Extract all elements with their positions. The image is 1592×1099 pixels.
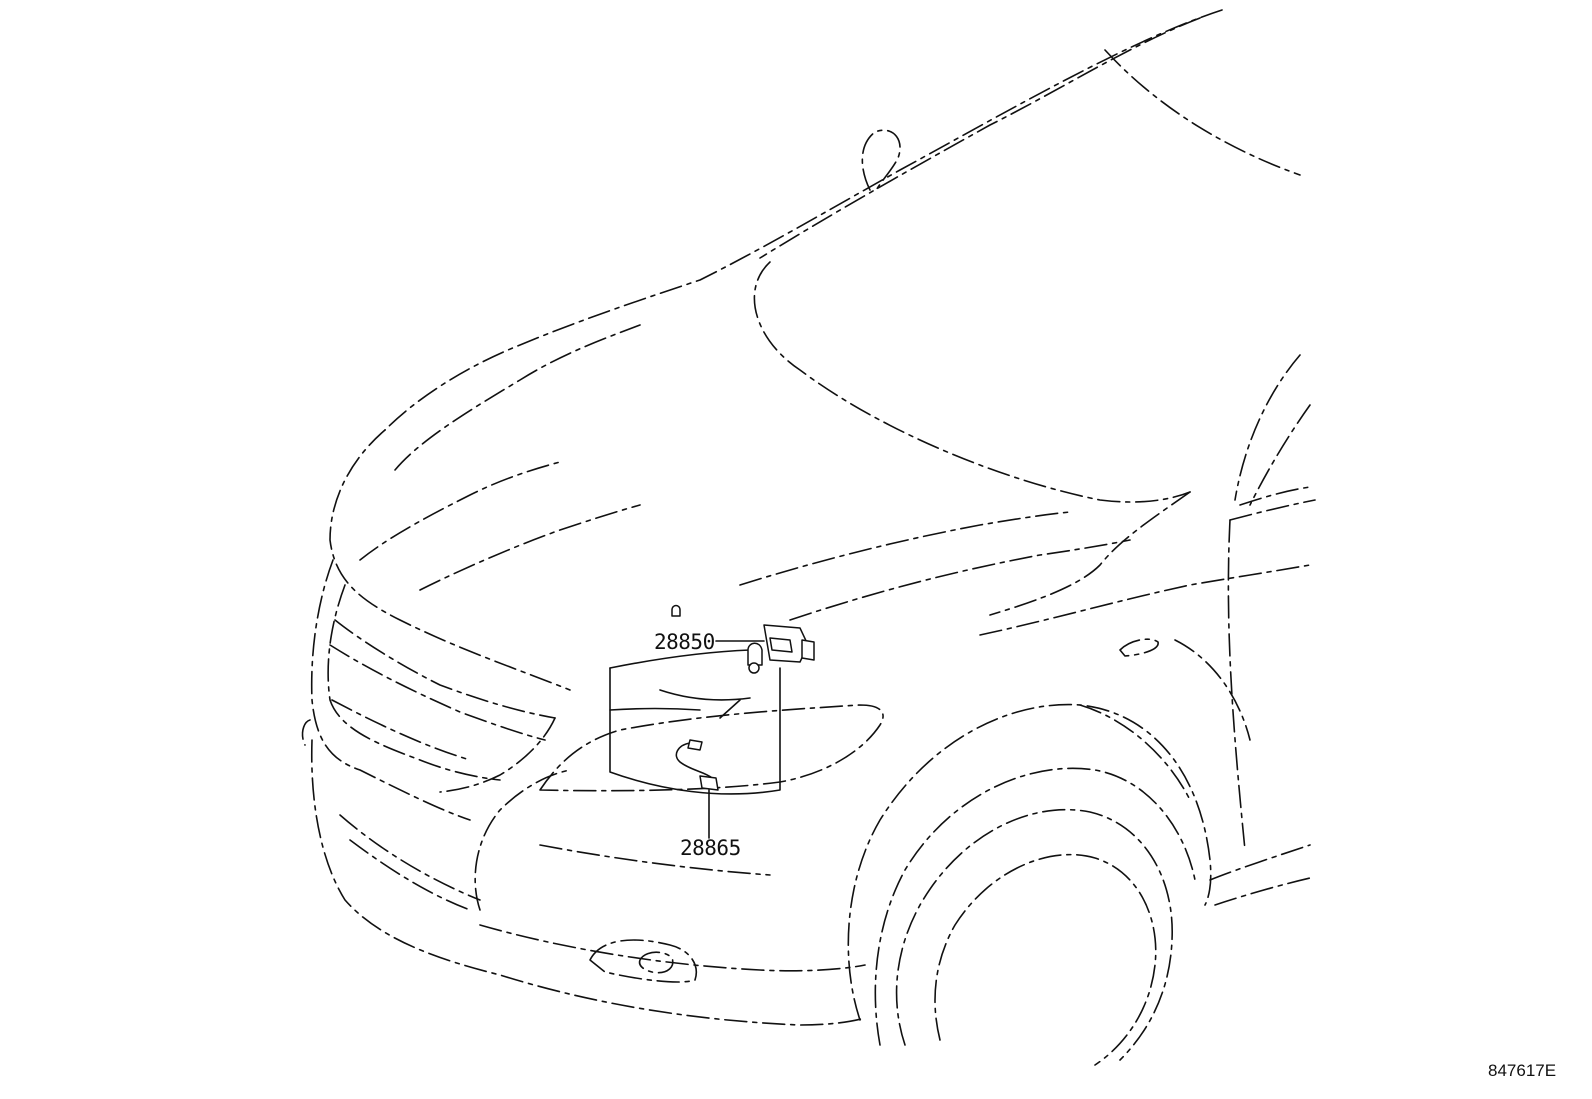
leader-lines <box>708 640 765 839</box>
sensor-assembly <box>675 739 719 791</box>
callout-label-28850: 28850 <box>654 630 715 654</box>
diagram-reference-code: 847617E <box>1488 1061 1556 1080</box>
horn-assembly <box>671 604 815 674</box>
engine-bay-enclosure <box>609 649 781 795</box>
callout-label-28865: 28865 <box>680 836 741 860</box>
vehicle-outline <box>301 9 1316 1066</box>
